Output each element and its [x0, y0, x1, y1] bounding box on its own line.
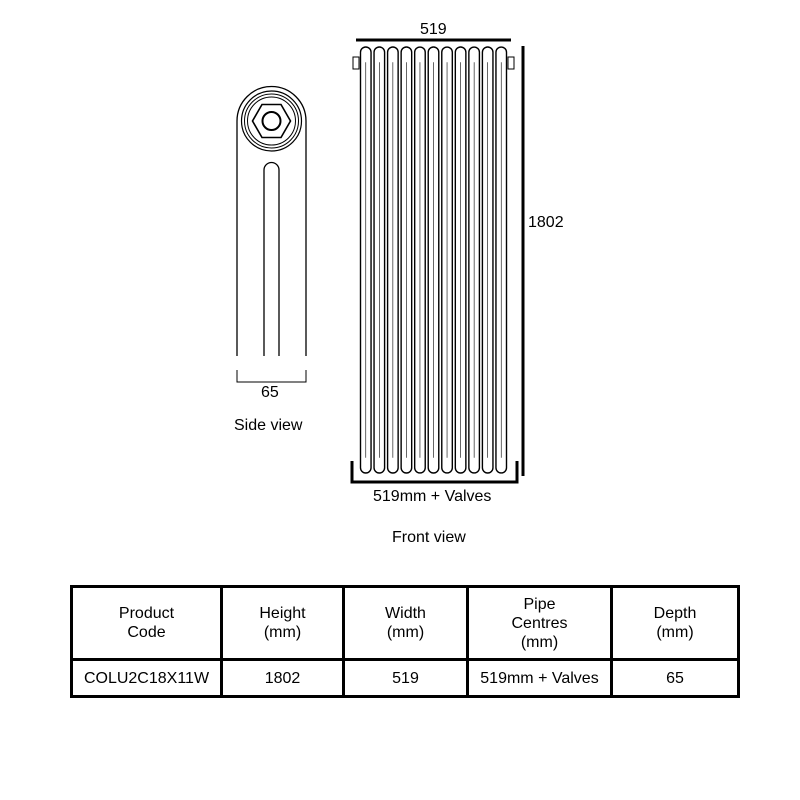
header-product-code: Product Code — [70, 585, 223, 661]
front-view-valve-bracket — [350, 461, 519, 484]
side-view-slot — [263, 161, 280, 356]
front-view-height-label: 1802 — [528, 214, 564, 231]
side-view-outline — [236, 85, 307, 356]
radiator-column — [454, 46, 467, 474]
radiator-columns — [359, 46, 508, 474]
radiator-column — [386, 46, 399, 474]
radiator-drawing — [236, 38, 525, 484]
front-view-top-fitting-left — [352, 56, 360, 70]
side-view-nut — [251, 103, 292, 139]
front-view-top-fitting-right — [507, 56, 515, 70]
cell-width: 519 — [342, 658, 469, 698]
side-view-fitting-ring — [240, 90, 303, 152]
front-view-caption: Front view — [392, 529, 466, 546]
side-view-caption: Side view — [234, 417, 303, 434]
radiator-column — [481, 46, 494, 474]
radiator-column — [441, 46, 454, 474]
cell-depth: 65 — [610, 658, 740, 698]
side-view-depth-dimension — [236, 370, 307, 383]
front-view-width-label: 519 — [420, 21, 447, 38]
radiator-column — [495, 46, 508, 474]
side-view-depth-label: 65 — [261, 384, 279, 401]
cell-product-code: COLU2C18X11W — [70, 658, 223, 698]
radiator-column — [359, 46, 372, 474]
cell-pipe-centres: 519mm + Valves — [466, 658, 613, 698]
header-pipe-centres: Pipe Centres (mm) — [466, 585, 613, 661]
radiator-column — [373, 46, 386, 474]
radiator-column — [468, 46, 481, 474]
table-row: COLU2C18X11W 1802 519 519mm + Valves 65 — [70, 658, 740, 698]
front-view — [350, 38, 525, 484]
side-view — [236, 85, 307, 383]
radiator-column — [413, 46, 426, 474]
header-width: Width (mm) — [342, 585, 469, 661]
header-height: Height (mm) — [220, 585, 345, 661]
cell-height: 1802 — [220, 658, 345, 698]
front-view-pipe-centres-label: 519mm + Valves — [373, 488, 492, 505]
radiator-column — [400, 46, 413, 474]
spec-table: Product Code Height (mm) Width (mm) Pipe… — [70, 585, 740, 698]
side-view-bore — [261, 111, 282, 131]
radiator-column — [427, 46, 440, 474]
spec-table-header-row: Product Code Height (mm) Width (mm) Pipe… — [70, 585, 740, 661]
header-depth: Depth (mm) — [610, 585, 740, 661]
